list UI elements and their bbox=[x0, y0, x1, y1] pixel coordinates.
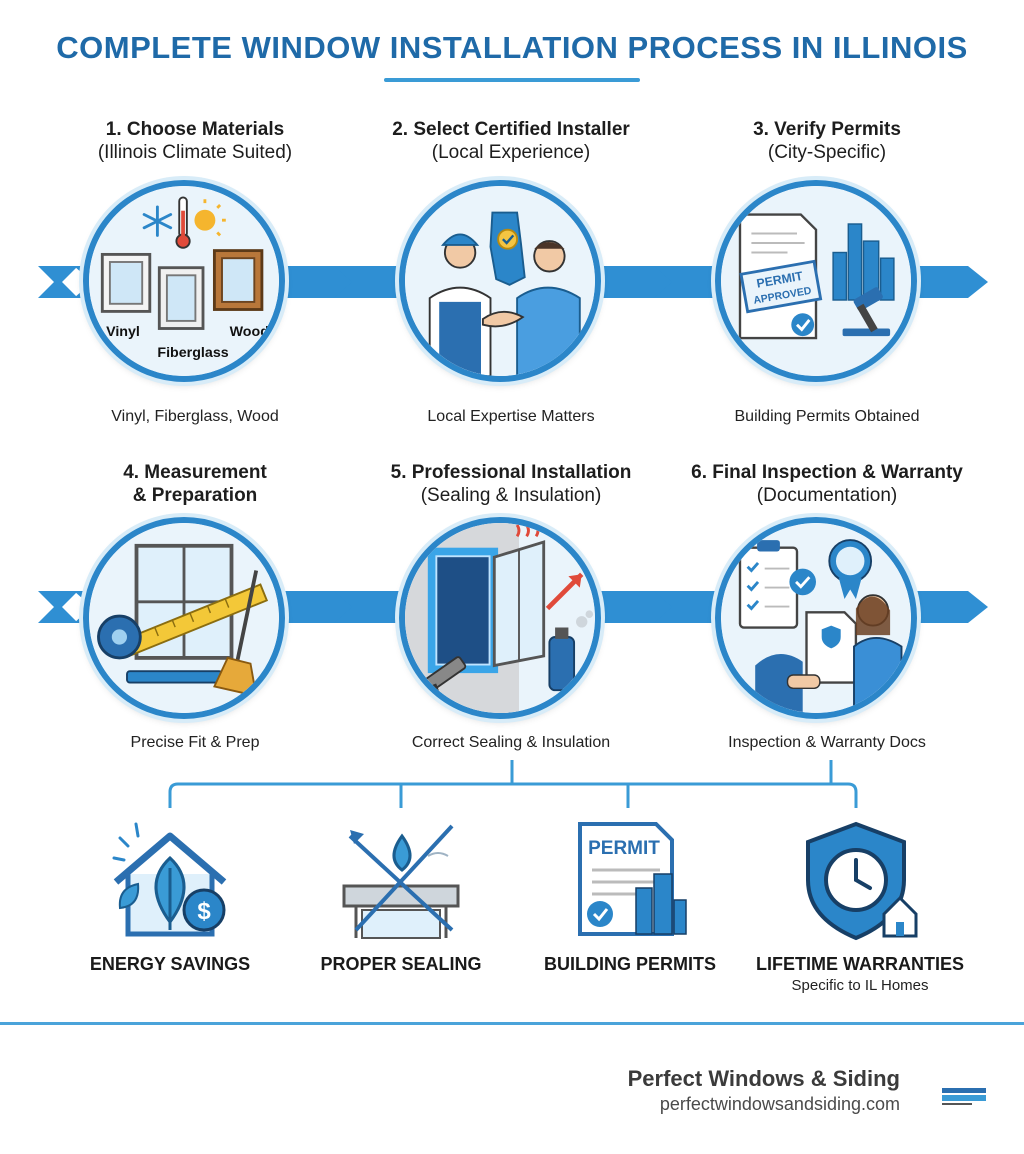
step-3-subtitle: (City-Specific) bbox=[767, 142, 887, 163]
benefit-proper-sealing-label: PROPER SEALING bbox=[320, 954, 482, 974]
measurement-illustration bbox=[83, 517, 285, 719]
step-6-subtitle: (Documentation) bbox=[756, 485, 898, 506]
brand-logo-icon bbox=[942, 1088, 986, 1105]
materials-illustration: Vinyl Fiberglass Wood bbox=[83, 180, 285, 382]
svg-text:Vinyl: Vinyl bbox=[106, 324, 140, 340]
step-3-caption: Building Permits Obtained bbox=[734, 408, 920, 425]
step-2-title: 2. Select Certified Installer bbox=[392, 119, 630, 140]
benefit-building-permits-label: BUILDING PERMITS bbox=[543, 954, 716, 974]
benefits-connector bbox=[168, 760, 858, 808]
step-1-title: 1. Choose Materials bbox=[105, 119, 285, 140]
broom-icon bbox=[213, 570, 259, 698]
inspection-illustration bbox=[715, 517, 917, 719]
footer-divider bbox=[0, 1022, 1024, 1025]
permit-document-icon: PERMIT bbox=[570, 816, 690, 942]
step-3-heading: 3. Verify Permits (City-Specific) bbox=[677, 118, 977, 164]
step-1-heading: 1. Choose Materials (Illinois Climate Su… bbox=[45, 118, 345, 164]
installation-illustration bbox=[399, 517, 601, 719]
step-2-subtitle: (Local Experience) bbox=[431, 142, 591, 163]
brand-name: Perfect Windows & Siding bbox=[627, 1066, 900, 1091]
snowflake-icon bbox=[142, 205, 173, 237]
seal-drop-icon bbox=[336, 818, 466, 942]
step-2-heading: 2. Select Certified Installer (Local Exp… bbox=[361, 118, 661, 164]
step-5-caption: Correct Sealing & Insulation bbox=[411, 734, 611, 751]
step-1-caption: Vinyl, Fiberglass, Wood bbox=[111, 408, 279, 425]
installer-illustration bbox=[399, 180, 601, 382]
step-4-caption: Precise Fit & Prep bbox=[130, 734, 260, 751]
badge-icon bbox=[497, 228, 519, 250]
house-leaf-dollar-icon: $ bbox=[100, 818, 240, 942]
step-4-title: 4. Measurement bbox=[123, 462, 267, 483]
brand-url[interactable]: perfectwindowsandsiding.com bbox=[659, 1094, 900, 1114]
step-6-title: 6. Final Inspection & Warranty bbox=[691, 462, 963, 483]
step-5-heading: 5. Professional Installation (Sealing & … bbox=[361, 461, 661, 507]
footer-brand: Perfect Windows & Siding perfectwindowsa… bbox=[628, 1066, 900, 1115]
step-1-subtitle: (Illinois Climate Suited) bbox=[97, 142, 293, 163]
svg-text:Fiberglass: Fiberglass bbox=[157, 345, 228, 361]
hard-hat-icon bbox=[440, 233, 480, 246]
svg-text:$: $ bbox=[197, 898, 211, 925]
step-6-caption: Inspection & Warranty Docs bbox=[728, 734, 926, 751]
benefit-lifetime-warranties-sub: Specific to IL Homes bbox=[791, 977, 929, 994]
svg-text:Wood: Wood bbox=[230, 324, 269, 340]
city-skyline-icon bbox=[832, 223, 895, 301]
shield-clock-icon bbox=[800, 818, 920, 942]
svg-text:PERMIT: PERMIT bbox=[588, 838, 660, 859]
title-underline bbox=[384, 78, 640, 82]
step-6-heading: 6. Final Inspection & Warranty (Document… bbox=[677, 461, 977, 507]
gavel-icon bbox=[842, 287, 891, 337]
warranty-seal-icon bbox=[828, 539, 873, 599]
benefit-energy-savings-label: ENERGY SAVINGS bbox=[89, 954, 251, 974]
step-5-title: 5. Professional Installation bbox=[390, 462, 632, 483]
step-4-title-line2: & Preparation bbox=[132, 485, 258, 506]
step-4-heading: 4. Measurement & Preparation bbox=[45, 461, 345, 507]
benefit-lifetime-warranties-label: LIFETIME WARRANTIES bbox=[756, 954, 964, 974]
sun-icon bbox=[194, 199, 226, 237]
permit-illustration: PERMIT APPROVED bbox=[715, 180, 917, 382]
page-title: COMPLETE WINDOW INSTALLATION PROCESS IN … bbox=[56, 30, 968, 65]
approved-stamp-icon: PERMIT APPROVED bbox=[739, 259, 823, 314]
step-2-caption: Local Expertise Matters bbox=[427, 408, 595, 425]
level-icon bbox=[126, 670, 223, 684]
step-5-subtitle: (Sealing & Insulation) bbox=[420, 485, 602, 506]
handshake-icon bbox=[481, 310, 525, 328]
spray-can-icon bbox=[548, 610, 594, 692]
step-3-title: 3. Verify Permits bbox=[753, 119, 901, 140]
